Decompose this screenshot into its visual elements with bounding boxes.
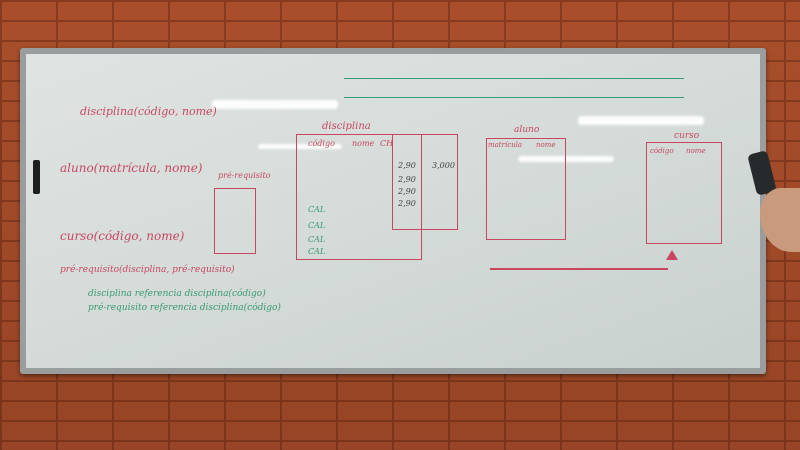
aluno-table — [486, 138, 566, 240]
disciplina-row: CAL — [308, 235, 326, 244]
prereq-table — [214, 188, 256, 254]
er-diagram-sketch — [344, 78, 684, 98]
curso-table — [646, 142, 722, 244]
aluno-title: aluno — [514, 125, 540, 135]
grade-value: 2,90 — [398, 161, 416, 170]
whiteboard: disciplina(código, nome) aluno(matrícula… — [26, 54, 760, 368]
grade-value: 2,90 — [398, 199, 416, 208]
light-reflection — [212, 100, 338, 109]
grade-column — [392, 134, 458, 230]
whiteboard-eraser — [33, 160, 40, 194]
curso-header-nome: nome — [686, 147, 706, 155]
light-reflection — [578, 116, 704, 125]
curso-title: curso — [674, 131, 700, 141]
disciplina-table — [296, 134, 422, 260]
extra-value: 3,000 — [432, 161, 455, 170]
disciplina-row: CAL — [308, 205, 326, 214]
light-reflection — [258, 144, 342, 149]
grade-value: 2,90 — [398, 175, 416, 184]
disciplina-header-nome: nome — [352, 139, 375, 148]
schema-disciplina: disciplina(código, nome) — [80, 105, 217, 118]
disciplina-header-codigo: código — [308, 139, 335, 148]
light-reflection — [518, 156, 614, 162]
disciplina-header-ch: CH — [380, 139, 394, 148]
curso-header-codigo: código — [650, 147, 674, 155]
schema-aluno: aluno(matrícula, nome) — [60, 161, 203, 175]
reference-note-1: disciplina referencia disciplina(código) — [88, 289, 266, 299]
disciplina-row: CAL — [308, 221, 326, 230]
reference-note-2: pré-requisito referencia disciplina(códi… — [88, 303, 281, 313]
aluno-header-nome: nome — [536, 141, 556, 149]
relationship-arrow-head — [666, 250, 678, 260]
schema-prerequisito: pré-requisito(disciplina, pré-requisito) — [60, 265, 235, 275]
disciplina-row: CAL — [308, 247, 326, 256]
grade-value: 2,90 — [398, 187, 416, 196]
disciplina-title: disciplina — [322, 121, 371, 132]
prereq-title: pré-requisito — [218, 171, 271, 180]
relationship-arrow — [490, 268, 668, 270]
aluno-header-matricula: matrícula — [488, 141, 523, 149]
schema-curso: curso(código, nome) — [60, 229, 185, 243]
